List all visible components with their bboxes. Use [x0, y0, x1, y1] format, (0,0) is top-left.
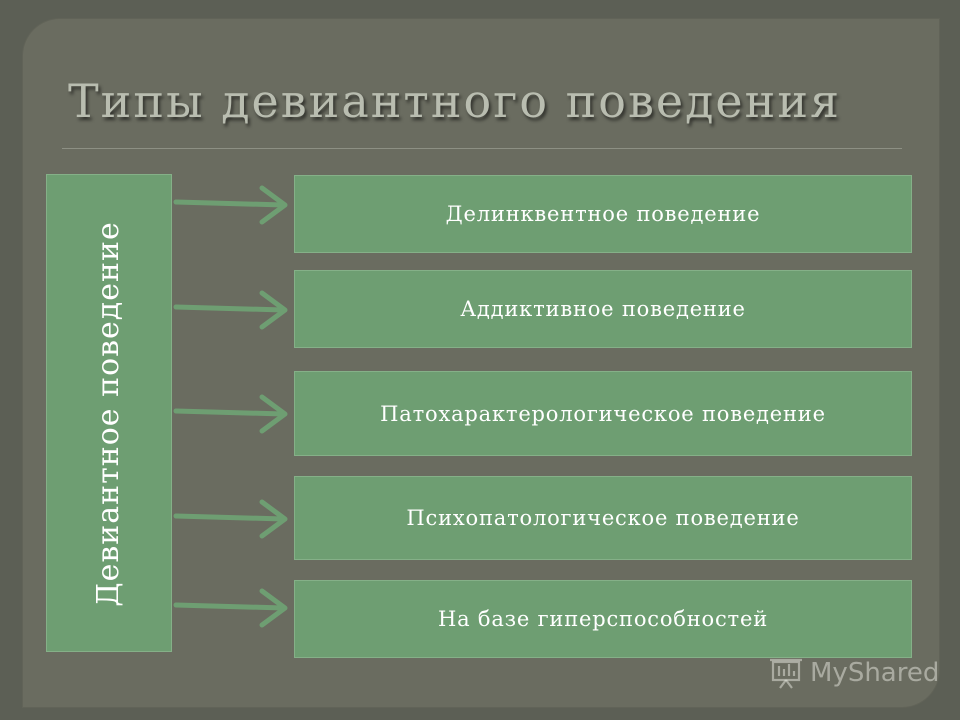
type-label-hyperabilities: На базе гиперспособностей: [438, 607, 768, 631]
watermark: MyShared: [768, 656, 939, 690]
type-label-psychopathological: Психопатологическое поведение: [406, 506, 800, 530]
root-node-box: [46, 174, 172, 652]
type-box-delinquent: Делинквентное поведение: [294, 175, 912, 253]
type-box-addictive: Аддиктивное поведение: [294, 270, 912, 348]
type-label-pathocharacterological: Патохарактерологическое поведение: [380, 401, 826, 426]
root-node-label: Девиантное поведение: [91, 221, 126, 607]
title-divider: [62, 148, 902, 149]
watermark-text: MyShared: [810, 658, 940, 688]
projector-screen-icon: [770, 658, 802, 689]
type-box-psychopathological: Психопатологическое поведение: [294, 476, 912, 560]
slide-title: Типы девиантного поведения: [68, 74, 841, 128]
type-box-hyperabilities: На базе гиперспособностей: [294, 580, 912, 658]
type-label-addictive: Аддиктивное поведение: [460, 297, 746, 321]
type-box-pathocharacterological: Патохарактерологическое поведение: [294, 371, 912, 456]
type-label-delinquent: Делинквентное поведение: [445, 202, 761, 226]
